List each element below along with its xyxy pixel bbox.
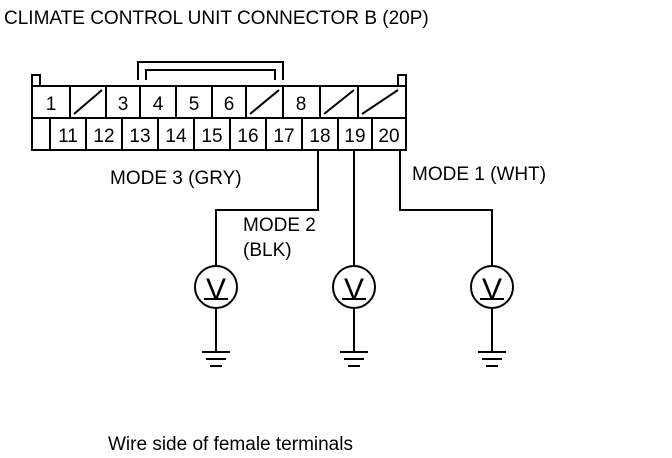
- pin-label: 19: [344, 126, 365, 147]
- ground-icon: [340, 308, 368, 367]
- connector-top-row: 1 3 4 5 6 8: [46, 86, 399, 118]
- connector-right-ear: [397, 74, 407, 86]
- mode1-wire-label: MODE 1 (WHT): [412, 164, 546, 185]
- pin-label: 17: [273, 126, 294, 147]
- pin-label: 14: [165, 126, 187, 147]
- pin-label: 11: [58, 126, 78, 147]
- blank-cavity-top-10: [361, 89, 399, 115]
- connector-lock-tab: [137, 61, 284, 80]
- pin-label: 6: [224, 94, 235, 115]
- ground-icon: [202, 308, 230, 367]
- pin-label: 12: [93, 126, 114, 147]
- pin-label: 3: [118, 94, 129, 115]
- connector-lock-tab-inner: [145, 69, 276, 80]
- mode2-wire-label: MODE 2: [243, 215, 316, 236]
- pin-label: 13: [129, 126, 150, 147]
- pin-label: 18: [309, 126, 330, 147]
- mode1-wire: [399, 150, 493, 266]
- pin-label: 20: [378, 126, 399, 147]
- mode2-color-label: (BLK): [243, 240, 292, 261]
- blank-cavity-top-7: [249, 89, 280, 115]
- svg-text:V: V: [344, 273, 364, 306]
- pin-label: 4: [153, 94, 164, 115]
- mode3-wire-label: MODE 3 (GRY): [110, 168, 242, 189]
- voltmeter-icon: V: [332, 265, 376, 309]
- pin-label: 16: [237, 126, 258, 147]
- svg-text:V: V: [482, 273, 502, 306]
- pin-label: 1: [46, 94, 57, 115]
- svg-text:V: V: [206, 273, 226, 306]
- voltmeter-icon: V: [194, 265, 238, 309]
- diagram-title: CLIMATE CONTROL UNIT CONNECTOR B (20P): [4, 8, 429, 29]
- diagram-caption: Wire side of female terminals: [108, 434, 353, 455]
- connector-bottom-row: 11 12 13 14 15 16 17 18 19 20: [49, 118, 400, 150]
- connector-left-ear: [31, 74, 41, 86]
- pin-label: 8: [296, 94, 307, 115]
- ground-icon: [478, 308, 506, 367]
- mode2-wire: [215, 150, 319, 266]
- blank-cavity-top-2: [73, 89, 103, 115]
- connector-b: 1 3 4 5 6 8 11 12 13 14 15 16 17 18: [31, 61, 407, 151]
- pin-label: 15: [201, 126, 222, 147]
- voltmeter-icon: V: [470, 265, 514, 309]
- pin-label: 5: [189, 94, 200, 115]
- blank-cavity-top-9: [323, 89, 355, 115]
